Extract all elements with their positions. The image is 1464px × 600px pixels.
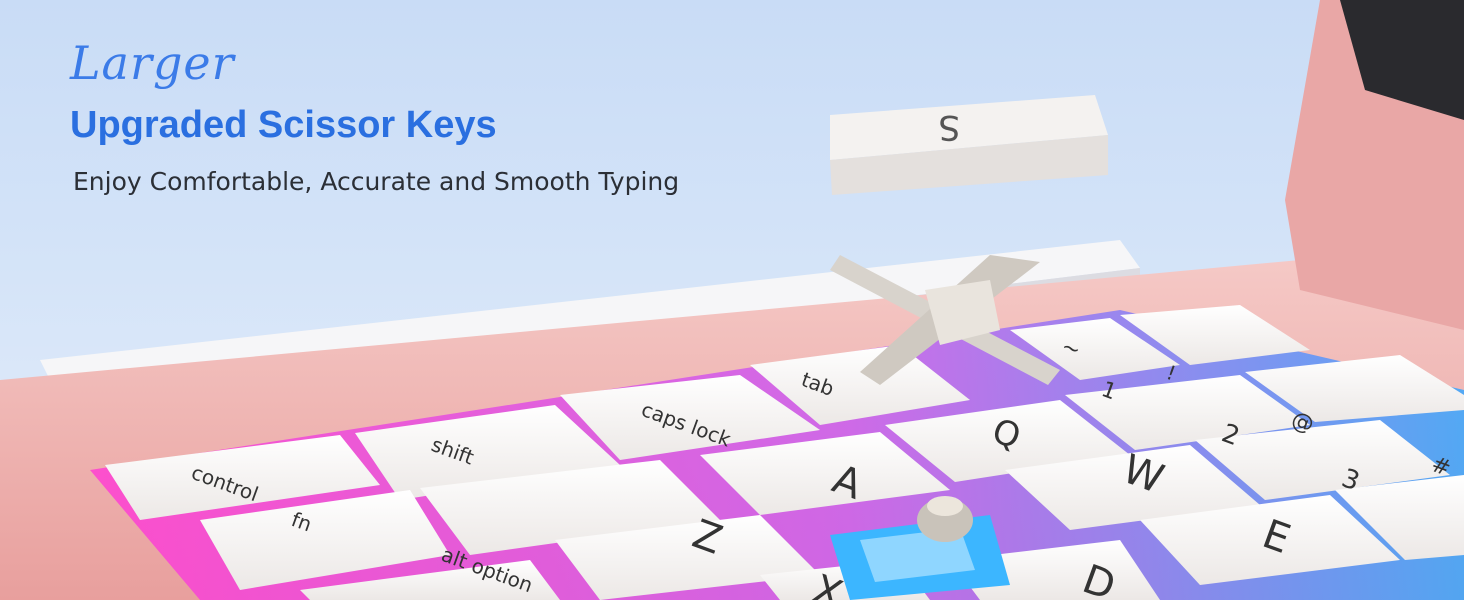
key-w (1005, 445, 1260, 530)
key-fn (200, 490, 450, 590)
key-z (555, 515, 820, 600)
key-control (105, 435, 380, 520)
key-a (700, 432, 950, 515)
hero-headline: Larger Upgraded Scissor Keys Enjoy Comfo… (70, 40, 679, 196)
script-title: Larger (70, 36, 235, 90)
floating-keycap (830, 95, 1108, 195)
key-2 (1195, 420, 1450, 500)
exposed-switch (830, 496, 1010, 600)
key-3 (1335, 475, 1464, 560)
scissor-mechanism (830, 255, 1060, 385)
page-title: Upgraded Scissor Keys (70, 104, 497, 146)
key-grid (105, 305, 1464, 600)
key-shift (355, 405, 620, 500)
floating-key-legend: S (938, 107, 960, 147)
key-tab (750, 345, 970, 425)
key-caps-lock (560, 375, 820, 460)
key-e (1140, 495, 1400, 585)
subtitle: Enjoy Comfortable, Accurate and Smooth T… (73, 167, 680, 196)
key-alt-option (300, 560, 560, 600)
key-1 (1065, 375, 1310, 450)
